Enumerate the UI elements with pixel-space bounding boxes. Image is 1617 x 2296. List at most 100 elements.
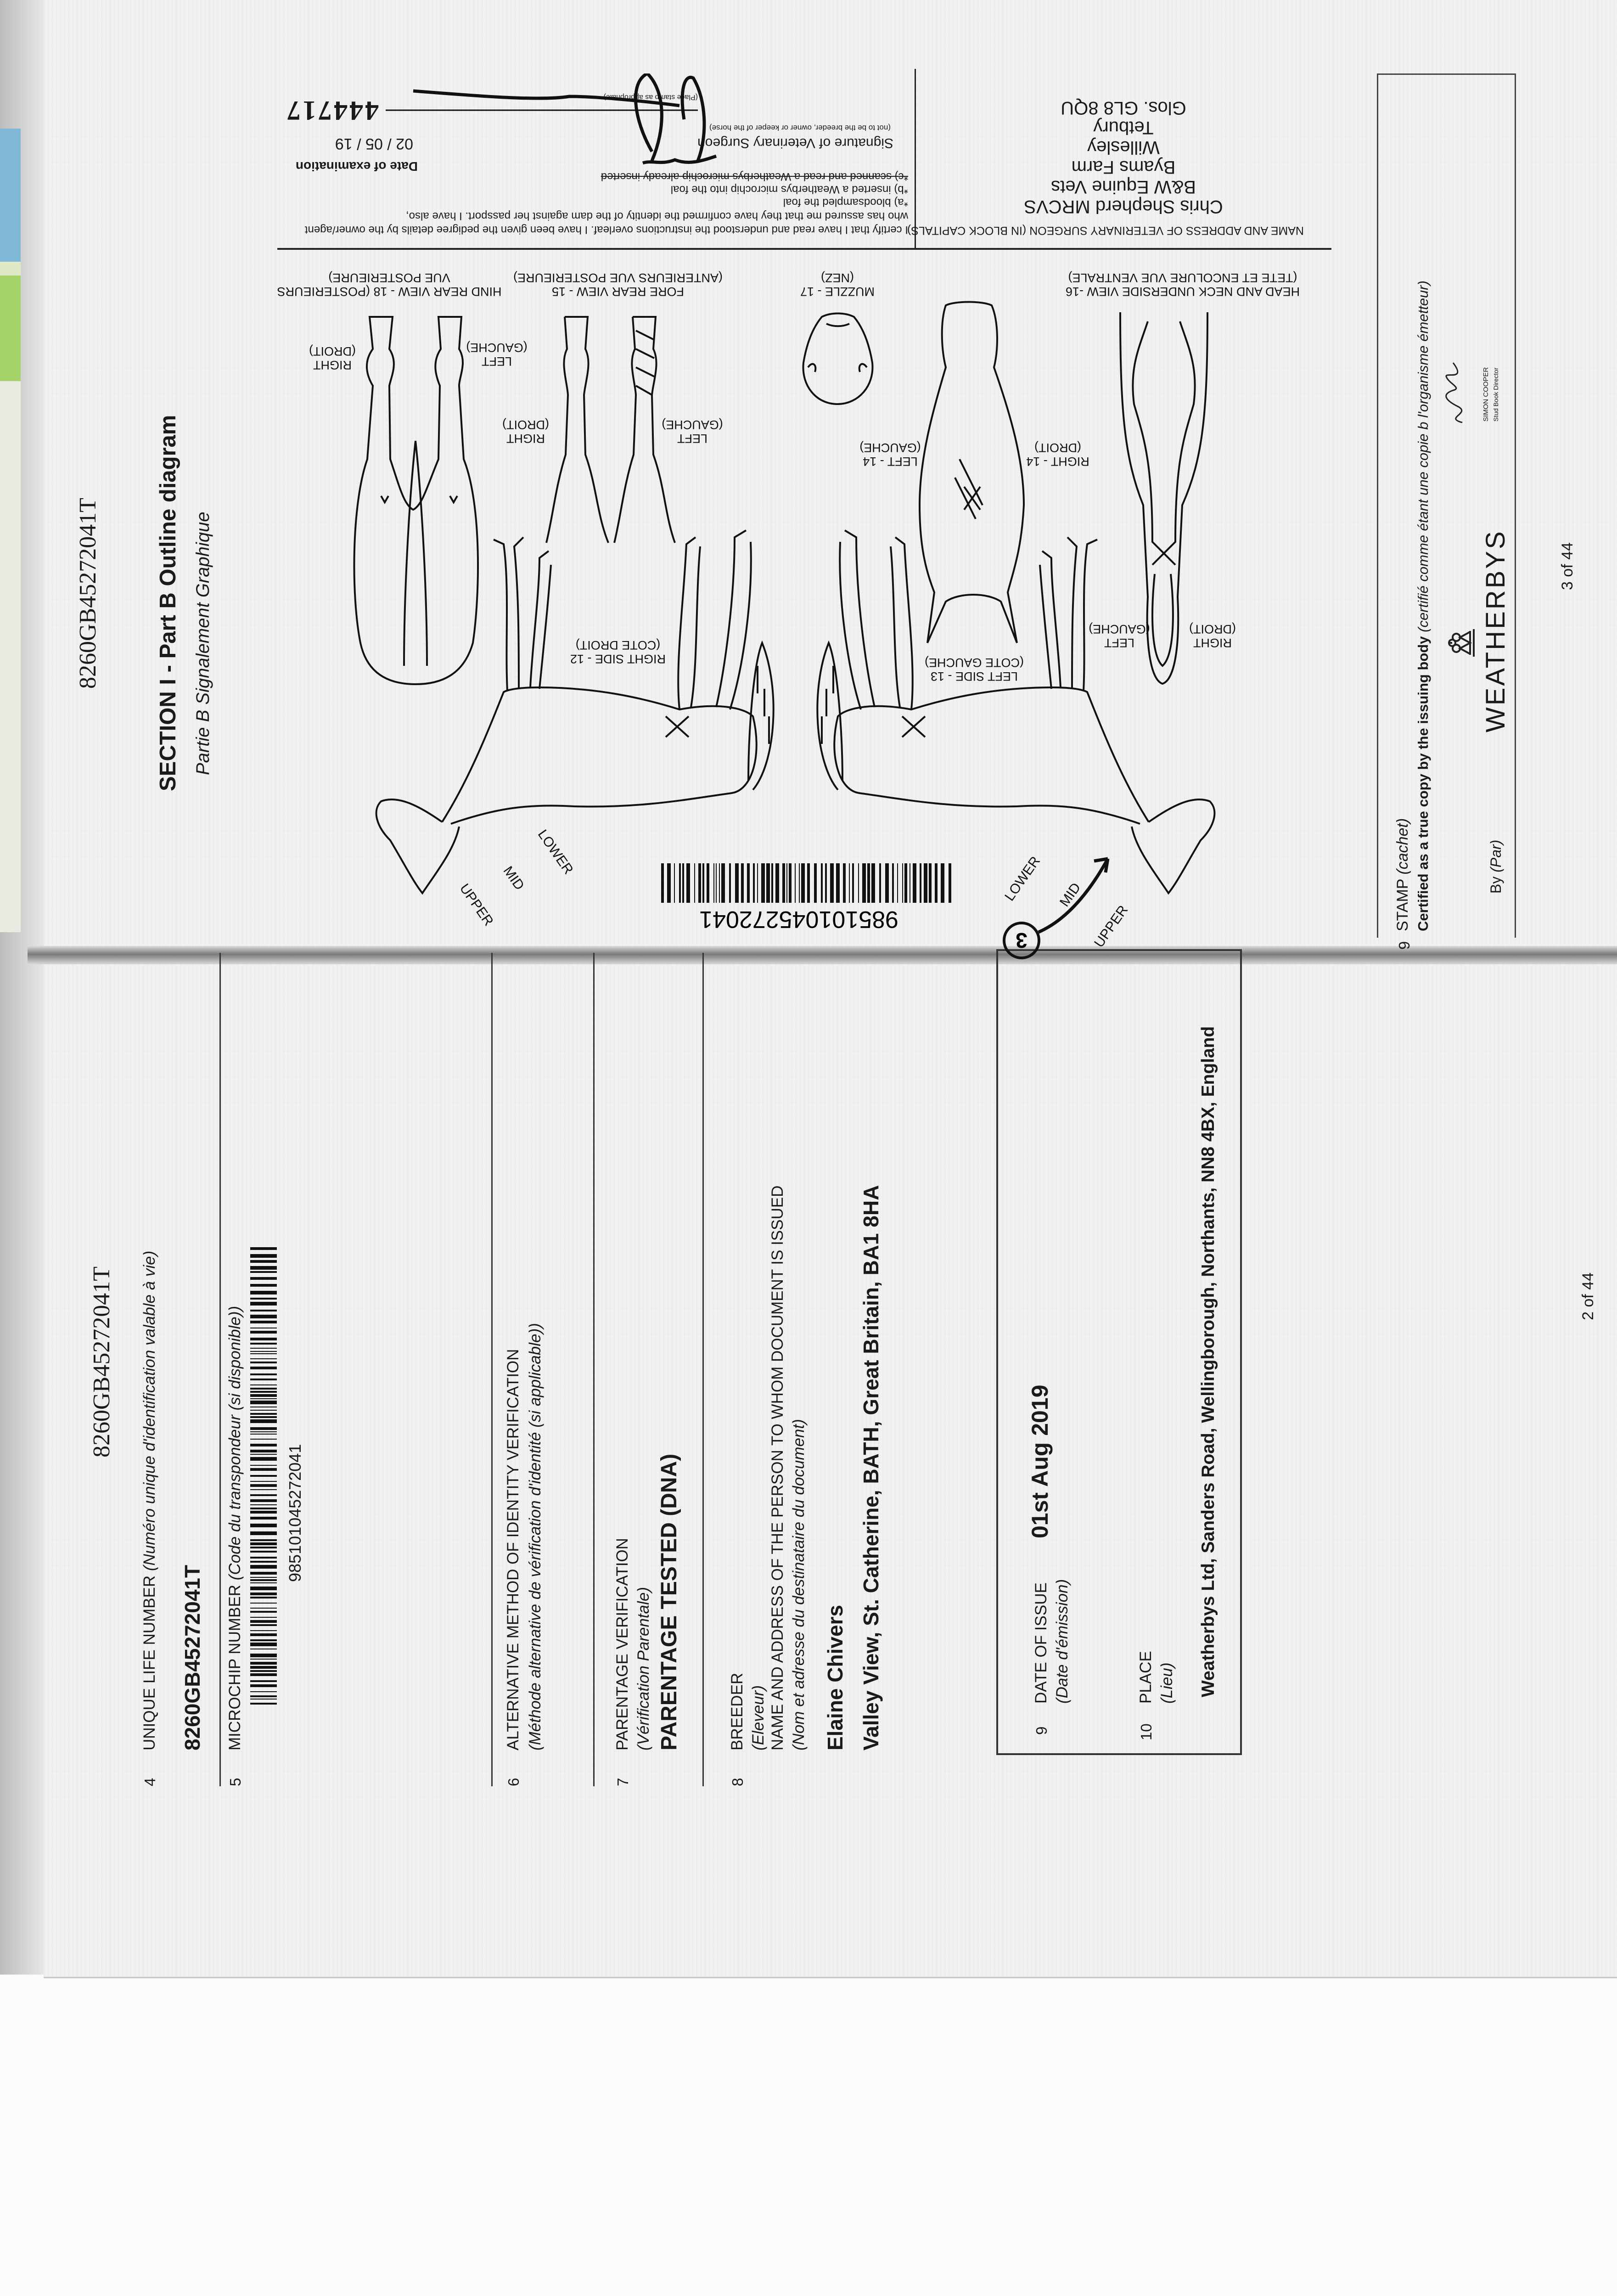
circled-mark-number: 3 (1016, 929, 1027, 952)
neck-left-label-line: LEFT (1104, 636, 1134, 650)
barcode-bar (698, 863, 701, 903)
barcode-bar (250, 1620, 277, 1623)
barcode-bar (892, 863, 894, 903)
barcode-bar (250, 1358, 277, 1359)
head-front-view-outline (918, 301, 1025, 643)
barcode-bar (250, 1427, 277, 1430)
breeder-name: Elaine Chivers (823, 1604, 847, 1750)
right-side-label-line: (COTE DROIT) (576, 638, 660, 652)
divider (219, 953, 221, 1786)
neck-left-label-line: (GAUCHE) (1089, 622, 1150, 636)
parentage-value: PARENTAGE TESTED (DNA) (657, 1453, 681, 1750)
barcode-bar (679, 863, 681, 903)
barcode-bar (250, 1419, 277, 1423)
fore-rear-view-outline (545, 316, 676, 543)
barcode-bar (721, 863, 725, 903)
barcode-bar (250, 1465, 277, 1466)
barcode-bar (250, 1450, 277, 1452)
fore-rear-label: FORE REAR VIEW - 15(ANTERIEURS VUE POSTE… (513, 271, 723, 298)
barcode-bar (250, 1468, 277, 1471)
tab-marker-light (0, 262, 21, 276)
barcode-bar (843, 863, 846, 903)
left-side-horse-outline (816, 529, 1216, 894)
neck-right-label: RIGHT(DROIT) (1189, 622, 1236, 650)
foal-barcode-number: 985101045272041 (699, 906, 898, 933)
barcode-bar (825, 863, 827, 903)
neck-right-label-line: (DROIT) (1189, 622, 1236, 636)
field-8-label2: NAME AND ADDRESS OF THE PERSON TO WHOM D… (769, 1185, 786, 1750)
barcode-bar (766, 863, 770, 903)
barcode-bar (858, 863, 859, 903)
barcode-bar (719, 863, 720, 903)
hind-right-label: RIGHT(DROIT) (309, 344, 356, 372)
barcode-bar (821, 863, 823, 903)
director-signature (1445, 362, 1463, 423)
barcode-bar (250, 1624, 277, 1626)
barcode-bar (250, 1413, 277, 1415)
barcode-bar (830, 863, 834, 903)
barcode-bar (250, 1684, 277, 1687)
barcode-bar (949, 863, 951, 903)
vet-signature (386, 73, 717, 165)
barcode-bar (250, 1582, 277, 1583)
barcode-bar (814, 863, 817, 903)
field-10-number: 10 (1138, 1723, 1155, 1740)
neck-right-label-line: RIGHT (1193, 636, 1232, 650)
barcode-bar (250, 1633, 277, 1636)
field-6-label: ALTERNATIVE METHOD OF IDENTITY VERIFICAT… (504, 1349, 522, 1750)
barcode-bar (250, 1551, 277, 1553)
barcode-bar (250, 1617, 277, 1618)
barcode-bar (250, 1484, 277, 1487)
barcode-bar (686, 863, 690, 903)
field-4-label: UNIQUE LIFE NUMBER (Numéro unique d'iden… (140, 1251, 159, 1750)
hind-left-label-line: (GAUCHE) (466, 341, 528, 355)
barcode-bar (871, 863, 875, 903)
barcode-bar (941, 863, 944, 903)
barcode-bar (694, 863, 695, 903)
barcode-bar (250, 1394, 277, 1397)
vet-certification: NAME AND ADDRESS OF VETERINARY SURGEON (… (275, 69, 1331, 253)
barcode-bar (250, 1579, 277, 1581)
date-of-issue-value: 01st Aug 2019 (1027, 1384, 1053, 1538)
barcode-bar (795, 863, 796, 903)
barcode-bar (250, 1593, 277, 1595)
field-9-label: DATE OF ISSUE (1032, 1582, 1050, 1704)
weatherbys-crest-icon (1448, 629, 1475, 657)
barcode-bar (250, 1321, 277, 1323)
fore-right-label: RIGHT(DROIT) (502, 418, 549, 445)
barcode-bar (250, 1298, 277, 1300)
barcode-bar (250, 1315, 277, 1318)
field-10-label-fr: (Lieu) (1158, 1662, 1176, 1704)
barcode-bar (741, 863, 744, 903)
barcode-bar (250, 1362, 277, 1363)
barcode-bar (250, 1572, 277, 1575)
field-8-label-fr: (Eleveur) (749, 1685, 767, 1750)
barcode-bar (761, 863, 765, 903)
barcode-bar (250, 1475, 277, 1477)
barcode-bar (250, 1597, 277, 1598)
barcode-bar (250, 1277, 277, 1280)
head-neck-label: HEAD AND NECK UNDERSIDE VIEW -16(TETE ET… (1066, 271, 1300, 298)
barcode-bar (250, 1587, 277, 1590)
barcode-bar (682, 863, 684, 903)
muzzle-label: MUZZLE - 17(NEZ) (800, 271, 875, 298)
neck-lower-label: LOWER (535, 827, 576, 877)
barcode-bar (667, 863, 671, 903)
barcode-bar (250, 1643, 277, 1646)
barcode-bar (250, 1439, 277, 1440)
barcode-bar (250, 1271, 277, 1273)
barcode-bar (250, 1659, 277, 1660)
page-gutter (28, 946, 1617, 964)
barcode-bar (885, 863, 889, 903)
barcode-bar (849, 863, 850, 903)
barcode-bar (775, 863, 779, 903)
barcode-bar (250, 1260, 277, 1263)
field-8-label: BREEDER (728, 1672, 746, 1750)
hind-right-label-line: RIGHT (313, 358, 352, 372)
barcode-bar (250, 1508, 277, 1509)
barcode-bar (713, 863, 714, 903)
neck-mid-label: MID (1057, 880, 1084, 910)
fore-left-label: LEFT(GAUCHE) (662, 418, 723, 445)
hind-rear-view-outline (353, 316, 479, 686)
